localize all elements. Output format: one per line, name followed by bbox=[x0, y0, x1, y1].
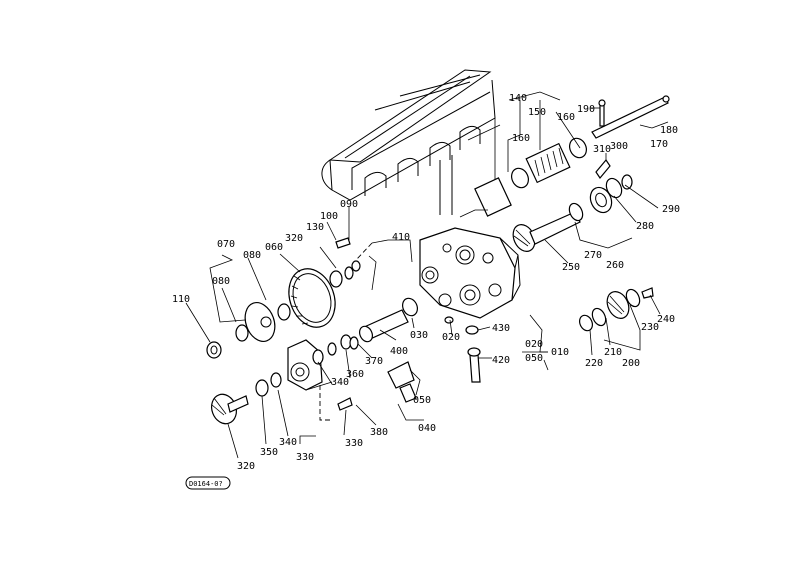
callout-040: 040 bbox=[418, 423, 436, 434]
callout-080-upper: 080 bbox=[243, 250, 261, 261]
callout-200: 200 bbox=[622, 358, 640, 369]
callout-260: 260 bbox=[606, 260, 624, 271]
callout-320-lower: 320 bbox=[237, 461, 255, 472]
engine-block-outline bbox=[321, 69, 501, 215]
callout-400: 400 bbox=[390, 346, 408, 357]
callout-330-lower-left: 330 bbox=[296, 452, 314, 463]
callout-240: 240 bbox=[657, 314, 675, 325]
callout-090: 090 bbox=[340, 199, 358, 210]
idle-gear-assembly bbox=[206, 237, 361, 359]
callout-labels: 140 150 160 160 190 180 170 310 300 290 … bbox=[172, 93, 680, 472]
callout-140: 140 bbox=[509, 93, 527, 104]
lower-left-assembly bbox=[211, 334, 353, 425]
callout-340-upper: 340 bbox=[331, 377, 349, 388]
callout-160-lower: 160 bbox=[512, 133, 530, 144]
callout-430: 430 bbox=[492, 323, 510, 334]
callout-420: 420 bbox=[492, 355, 510, 366]
callout-350: 350 bbox=[260, 447, 278, 458]
callout-020-right: 020 bbox=[525, 339, 543, 350]
callout-130: 130 bbox=[306, 222, 324, 233]
callout-410: 410 bbox=[392, 232, 410, 243]
callout-110: 110 bbox=[172, 294, 190, 305]
callout-030: 030 bbox=[410, 330, 428, 341]
callout-020-left: 020 bbox=[442, 332, 460, 343]
upper-shaft-assembly bbox=[474, 95, 670, 217]
callout-300: 300 bbox=[610, 141, 628, 152]
gear-case-housing bbox=[419, 227, 521, 319]
callout-340-lower: 340 bbox=[279, 437, 297, 448]
callout-010: 010 bbox=[551, 347, 569, 358]
callout-220: 220 bbox=[585, 358, 603, 369]
callout-250: 250 bbox=[562, 262, 580, 273]
callout-180: 180 bbox=[660, 125, 678, 136]
callout-170: 170 bbox=[650, 139, 668, 150]
callout-380: 380 bbox=[370, 427, 388, 438]
callout-050-lower: 050 bbox=[413, 395, 431, 406]
callout-290: 290 bbox=[662, 204, 680, 215]
middle-shaft-assembly bbox=[512, 158, 633, 252]
center-parts bbox=[349, 297, 481, 403]
callout-320-upper: 320 bbox=[285, 233, 303, 244]
callout-370: 370 bbox=[365, 356, 383, 367]
callout-190: 190 bbox=[577, 104, 595, 115]
callout-050-right: 050 bbox=[525, 353, 543, 364]
callout-270: 270 bbox=[584, 250, 602, 261]
callout-280: 280 bbox=[636, 221, 654, 232]
callout-150: 150 bbox=[528, 107, 546, 118]
callout-070: 070 bbox=[217, 239, 235, 250]
diagram-code-stamp: D0164-0? bbox=[185, 476, 231, 490]
callout-100: 100 bbox=[320, 211, 338, 222]
callout-210: 210 bbox=[604, 347, 622, 358]
diagram-code-text: D0164-0? bbox=[189, 480, 223, 488]
callout-230: 230 bbox=[641, 322, 659, 333]
leader-lines bbox=[185, 91, 669, 459]
lower-shaft-assembly bbox=[578, 287, 654, 332]
callout-360: 360 bbox=[346, 369, 364, 380]
callout-310: 310 bbox=[593, 144, 611, 155]
callout-160-upper: 160 bbox=[557, 112, 575, 123]
callout-330-right: 330 bbox=[345, 438, 363, 449]
callout-080-lower: 080 bbox=[212, 276, 230, 287]
callout-060: 060 bbox=[265, 242, 283, 253]
